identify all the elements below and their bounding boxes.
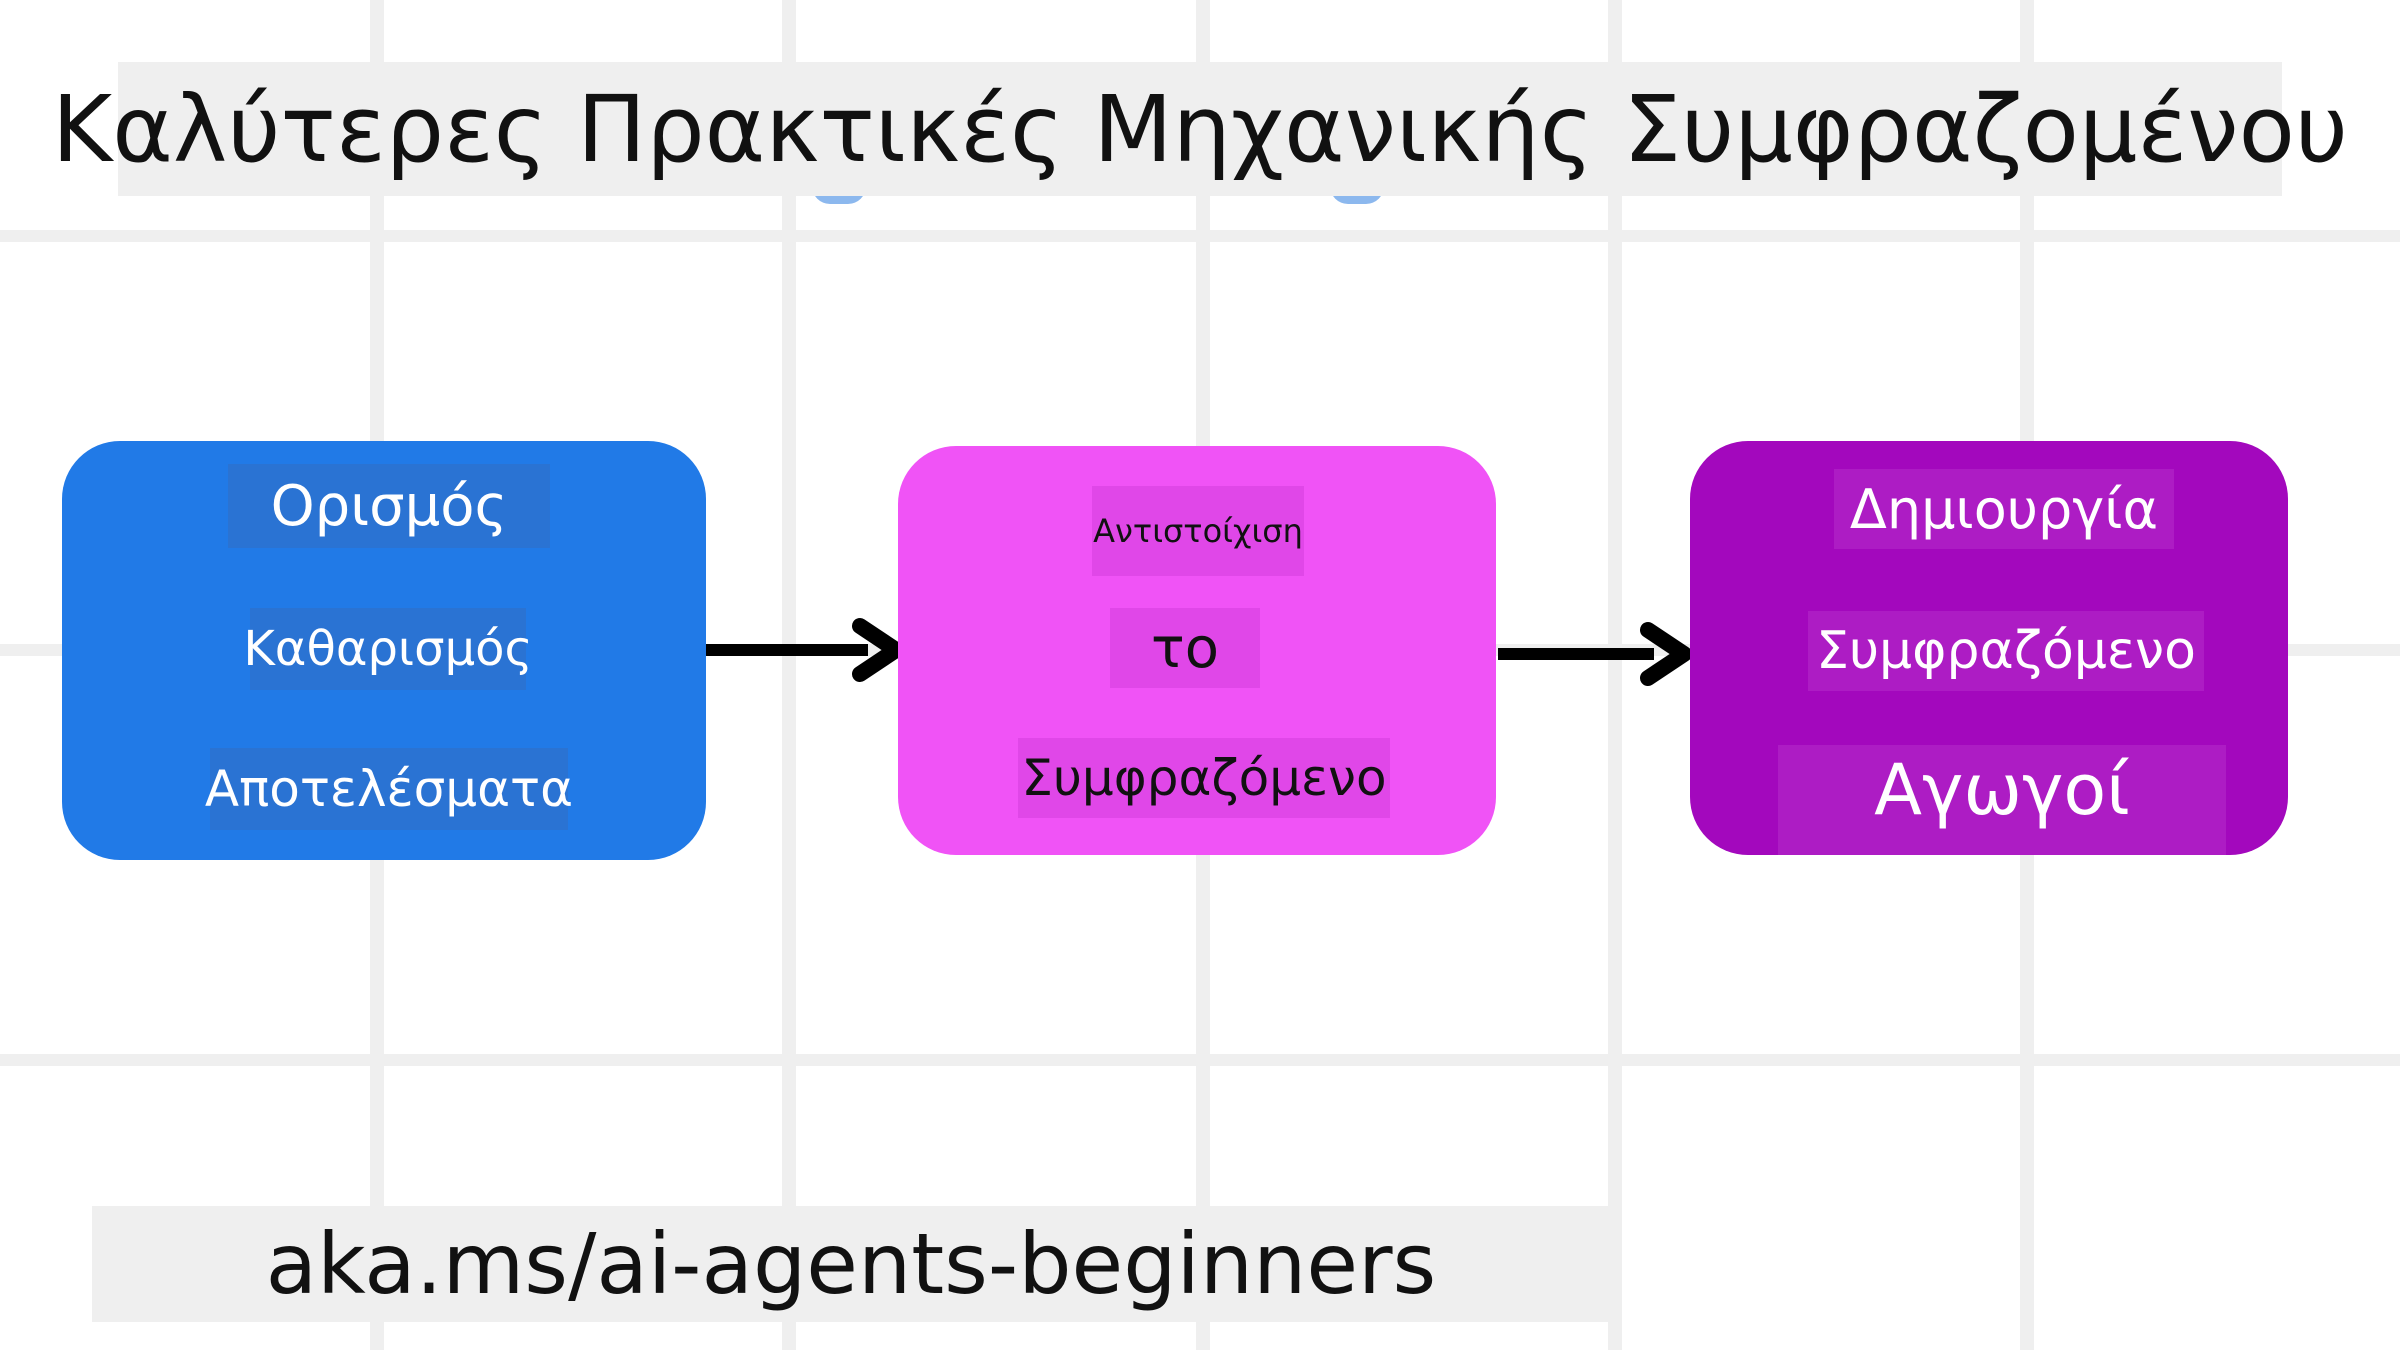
link-background [92,1206,1610,1322]
grid-line [0,230,2400,242]
course-link[interactable]: aka.ms/ai-agents-beginners [265,1215,1437,1313]
step-3-line-2: Συμφραζόμενο [1808,611,2204,691]
grid-line [0,1054,2400,1066]
step-1-line-3: Αποτελέσματα [205,748,573,830]
step-1-line-1: Ορισμός [228,464,550,548]
arrow-1 [706,618,904,682]
step-2-line-1: Αντιστοίχιση [1092,486,1304,576]
arrow-2 [1498,622,1692,686]
step-1-line-2: Καθαρισμός [243,608,533,690]
step-2-line-2: το [1110,608,1260,688]
step-box-create: Δημιουργία Συμφραζόμενο Αγωγοί [1690,441,2288,855]
step-2-line-3: Συμφραζόμενο [1018,738,1390,818]
grid-line [782,0,796,1350]
page-title: Καλύτερες Πρακτικές Μηχανικής Συμφραζομέ… [51,75,2349,183]
step-3-line-3: Αγωγοί [1778,745,2226,855]
step-3-line-1: Δημιουργία [1834,469,2174,549]
title-background [118,62,2282,196]
grid-line [1608,0,1622,1350]
